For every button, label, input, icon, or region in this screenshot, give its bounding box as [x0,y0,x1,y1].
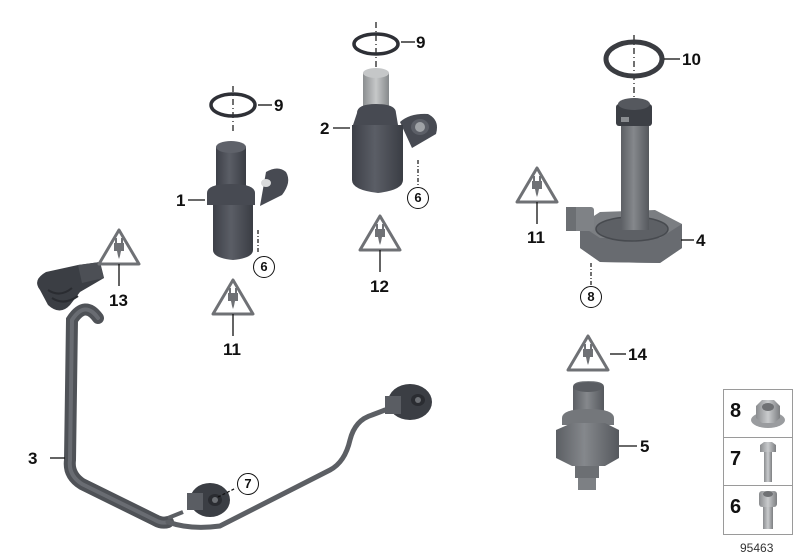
callout-5: 5 [640,437,650,456]
legend-label-8: 8 [730,400,742,422]
circled-ref-7: 7 [237,473,259,495]
oil-level-sensor [566,35,694,287]
callout-13: 13 [109,291,128,310]
socket-head-screw-icon [759,491,777,529]
legend-row-hex-bolt: 7 [724,438,792,486]
callout-2: 2 [320,119,330,138]
circled-ref-6-sensor-2: 6 [407,187,429,209]
legend-row-nut: 8 [724,390,792,438]
fastener-legend: 8 7 6 [723,389,793,535]
connector-symbol-13 [97,228,141,286]
connector-symbol-12 [358,214,402,272]
callout-9-sensor-1: 9 [274,96,284,115]
sensor-1 [188,86,289,260]
document-number: 95463 [740,541,774,555]
callout-10: 10 [682,50,701,69]
callout-1: 1 [176,191,186,210]
callout-3: 3 [28,449,38,468]
callout-9-sensor-2: 9 [416,33,426,52]
sensor-2 [333,22,437,193]
connector-symbol-11-left [211,278,255,336]
knock-sensor-harness [37,262,432,530]
oil-pressure-switch [556,381,637,490]
callout-14: 14 [628,345,647,364]
callout-11-right: 11 [527,228,545,247]
legend-label-6: 6 [730,496,742,518]
callout-11-left: 11 [223,340,241,359]
circled-ref-6-sensor-1: 6 [253,256,275,278]
callout-12: 12 [370,277,389,296]
hex-bolt-icon [760,442,776,482]
hex-nut-icon [751,400,785,428]
connector-symbol-14 [566,334,626,372]
legend-label-7: 7 [730,448,742,470]
circled-ref-8: 8 [580,286,602,308]
legend-row-socket-screw: 6 [724,486,792,534]
callout-4: 4 [696,231,706,250]
connector-symbol-11-right [515,166,559,224]
